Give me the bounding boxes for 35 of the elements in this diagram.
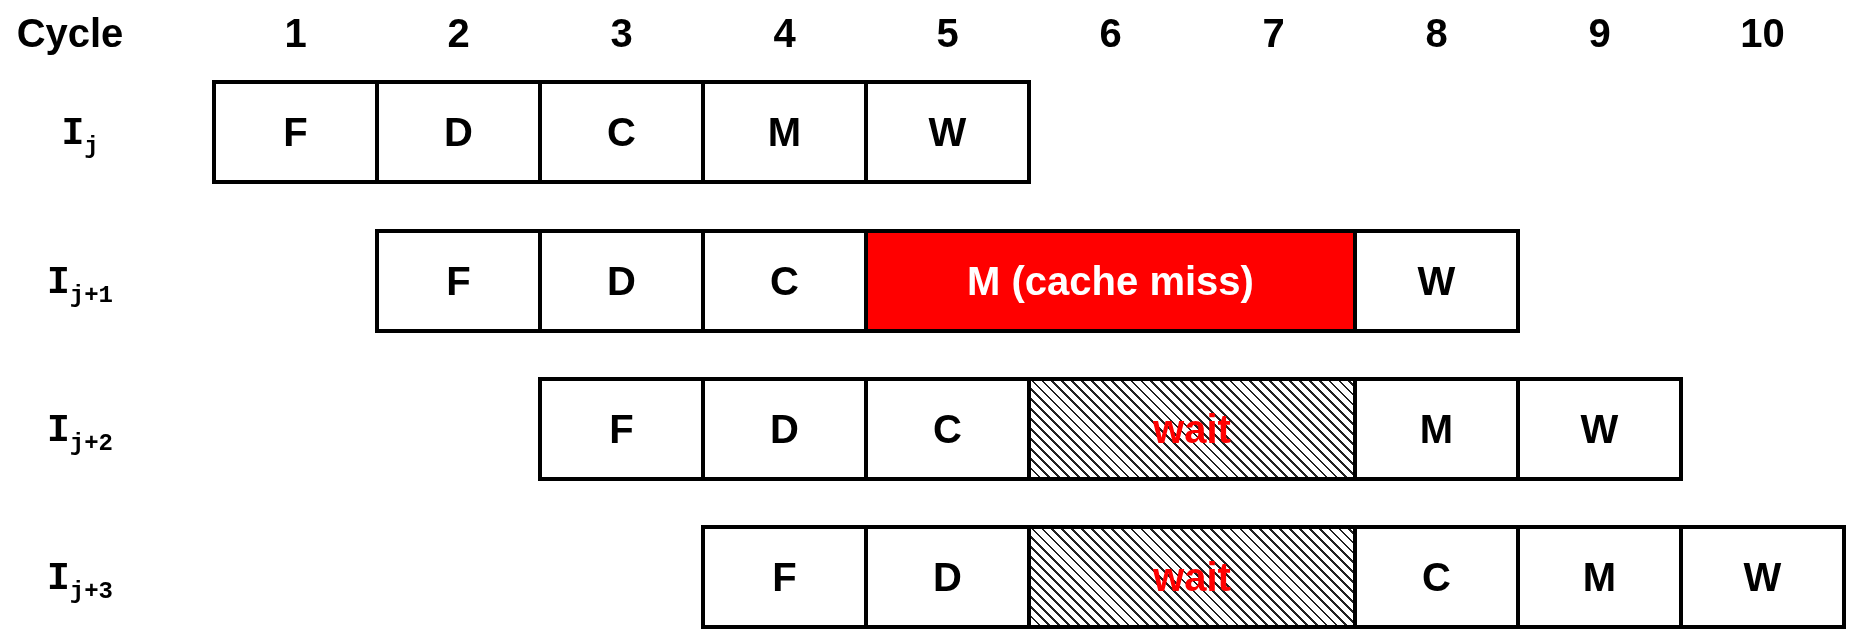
cycle-number: 10 [1740, 10, 1785, 56]
stage-text: D [770, 406, 799, 452]
stage-text: F [446, 258, 471, 304]
stage-text: F [772, 554, 797, 600]
instruction-label: I$_{j+2}$ [47, 409, 113, 457]
stage-text: C [1422, 554, 1451, 600]
stage-text: W [1580, 406, 1619, 452]
instruction-label: I$_{j+1}$ [47, 261, 113, 309]
stage-text: W [1743, 554, 1782, 600]
stage-text: D [444, 109, 473, 155]
cycle-number: 1 [284, 10, 307, 56]
stage-text: C [770, 258, 799, 304]
cycle-number: 3 [610, 10, 633, 56]
stage-text: M [1582, 554, 1617, 600]
cycle-number: 9 [1588, 10, 1611, 56]
instruction-label: I$_{j}$ [61, 112, 99, 160]
cycle-number: 7 [1262, 10, 1285, 56]
cycle-number: 6 [1099, 10, 1122, 56]
stage-text: D [607, 258, 636, 304]
stage-text: M [1419, 406, 1454, 452]
stage-text: F [609, 406, 634, 452]
stage-text: M (cache miss) [967, 258, 1254, 304]
stage-text: F [283, 109, 308, 155]
stage-text: D [933, 554, 962, 600]
axis-title: Cycle [16, 10, 124, 56]
cycle-number: 5 [936, 10, 959, 56]
stage-text: C [607, 109, 636, 155]
instruction-label: I$_{j+3}$ [47, 557, 113, 605]
stage-text: C [933, 406, 962, 452]
cycle-number: 8 [1425, 10, 1448, 56]
cycle-number: 2 [447, 10, 470, 56]
stage-text: W [928, 109, 967, 155]
stage-text: M [767, 109, 802, 155]
cycle-number: 4 [773, 10, 796, 56]
stage-text: W [1417, 258, 1456, 304]
